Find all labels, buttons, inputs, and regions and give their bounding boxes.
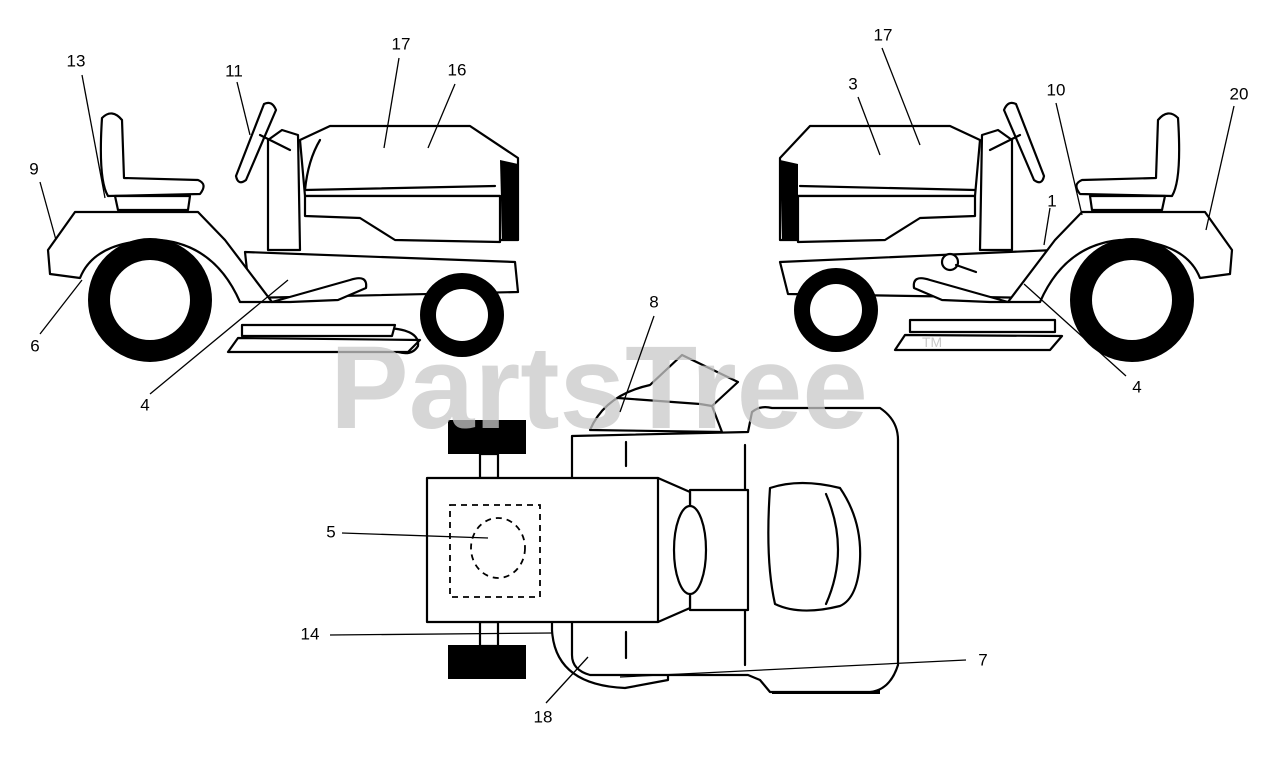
tractor-right-side-view bbox=[778, 101, 1234, 362]
callout-4-frame-right: 4 bbox=[1132, 377, 1141, 396]
callout-1-console-right: 1 bbox=[1047, 191, 1056, 210]
callout-4-frame-left: 4 bbox=[140, 395, 149, 414]
callout-8-chute: 8 bbox=[649, 292, 658, 311]
tractor-top-view bbox=[425, 353, 900, 694]
callout-leaders bbox=[39, 47, 1235, 704]
callout-5-seat-pan: 5 bbox=[326, 522, 335, 541]
callout-17-hood-right: 17 bbox=[874, 25, 893, 44]
callout-9-fender-rear: 9 bbox=[29, 159, 38, 178]
callout-13-rear-fender-left: 13 bbox=[67, 51, 86, 70]
callout-7-deck: 7 bbox=[978, 650, 987, 669]
callout-17-hood-left: 17 bbox=[392, 34, 411, 53]
callout-20-fender-right: 20 bbox=[1230, 84, 1249, 103]
tractor-left-side-view bbox=[46, 101, 520, 362]
callout-6-fender-side: 6 bbox=[30, 336, 39, 355]
callout-10-fender-right: 10 bbox=[1047, 80, 1066, 99]
callout-14-axle: 14 bbox=[301, 624, 320, 643]
callout-16-hood-left: 16 bbox=[448, 60, 467, 79]
watermark: PartsTree TM bbox=[330, 322, 942, 454]
watermark-text: PartsTree bbox=[330, 322, 868, 454]
watermark-trademark: TM bbox=[922, 334, 942, 350]
callout-3-hood-right: 3 bbox=[848, 74, 857, 93]
callout-11-steering: 11 bbox=[225, 61, 243, 80]
callout-18-deck-cover: 18 bbox=[534, 707, 553, 726]
callout-labels: 13 11 17 16 9 6 4 3 17 10 20 1 4 8 5 14 … bbox=[29, 25, 1248, 726]
